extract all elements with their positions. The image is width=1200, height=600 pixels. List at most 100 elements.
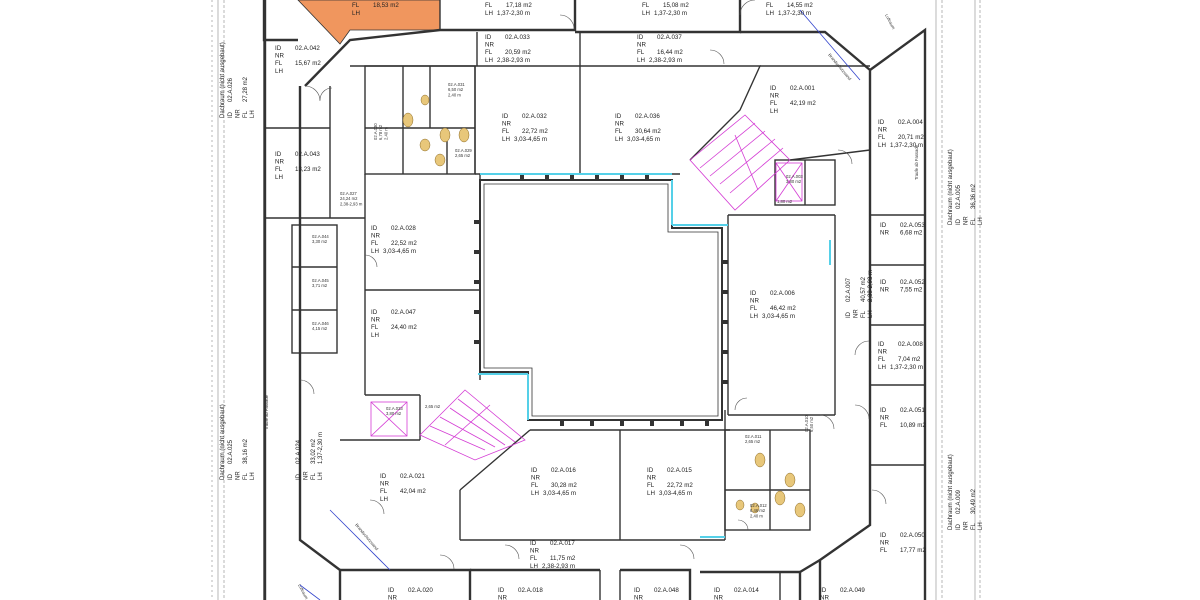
luftraum-top-label: Luftraum	[884, 13, 896, 30]
a026-key-lh: LH	[250, 110, 256, 118]
a047-key-fl: FL	[371, 324, 379, 331]
a026-val-id: 02.A.026	[228, 77, 234, 102]
a026-key-nr: NR	[235, 109, 241, 118]
a004-key-nr: NR	[878, 127, 887, 134]
a036-key-nr: NR	[615, 121, 624, 128]
a009-val-id: 02.A.009	[956, 489, 962, 514]
a024-key-fl: FL	[311, 472, 317, 480]
a053-key-id: ID	[880, 222, 887, 229]
a003-line-1: 3,80 m2	[786, 179, 802, 184]
a006-val-id: 02.A.006	[770, 290, 795, 297]
a028-key-fl: FL	[371, 240, 379, 247]
a006-val-fl: 46,42 m2	[770, 305, 796, 312]
a042-val-fl: 15,67 m2	[295, 60, 321, 67]
a037-val-lh: 2,38-2,93 m	[649, 57, 682, 64]
a016-key-id: ID	[531, 467, 538, 474]
a004-key-id: ID	[878, 119, 885, 126]
a027-line-0: 02.A.027	[340, 191, 357, 196]
a030-line-1: 6,78 m2	[378, 124, 383, 140]
a037-key-fl: FL	[637, 49, 645, 56]
a052-val-id: 02.A.052	[900, 279, 925, 286]
b_018-key-id: ID	[498, 587, 505, 594]
a008-val-lh: 1,37-2,30 m	[890, 364, 923, 371]
a024-val-fl: 33,02 m2	[311, 438, 317, 464]
a032-key-lh: LH	[502, 136, 510, 143]
a021-key-lh: LH	[380, 496, 388, 503]
a010-line-1: 6,50 m2	[809, 416, 814, 432]
a007-key-lh: LH	[868, 310, 874, 318]
a047-val-fl: 24,40 m2	[391, 324, 417, 331]
a036-key-id: ID	[615, 113, 622, 120]
atrium	[474, 174, 728, 426]
a024-val-lh: 1,37-2,30 m	[318, 432, 324, 464]
svg-text:FL: FL	[485, 2, 493, 9]
shaft-lines	[299, 9, 861, 600]
a015-key-nr: NR	[647, 475, 656, 482]
top1-fl-val: 18,53 m2	[373, 2, 399, 9]
a015-val-fl: 22,72 m2	[667, 482, 693, 489]
room-labels: FL LH 18,53 m2 FL LH 17,18 m2 1,37-2,30 …	[352, 2, 813, 17]
a029-line-0: 02.A.029	[455, 148, 472, 153]
a004-val-fl: 20,71 m2	[898, 134, 924, 141]
a031-line-1: 6,50 m2	[448, 87, 464, 92]
a033-key-lh: LH	[485, 57, 493, 64]
a007-val-lh: 2,38-2,93 m	[868, 270, 874, 302]
b_014-key-id: ID	[714, 587, 721, 594]
b_048-val-id: 02.A.048	[654, 587, 679, 594]
a004-val-id: 02.A.004	[898, 119, 923, 126]
a009-val-fl: 30,49 m2	[971, 488, 977, 514]
a043-key-id: ID	[275, 151, 282, 158]
a037-key-id: ID	[637, 34, 644, 41]
a009-title: Dachraum (nicht ausgebaut)	[948, 454, 954, 530]
a053-key-nr: NR	[880, 230, 889, 237]
a052-key-id: ID	[880, 279, 887, 286]
a036-val-fl: 30,64 m2	[635, 128, 661, 135]
a026-key-id: ID	[228, 111, 234, 118]
a050-key-fl: FL	[880, 547, 888, 554]
a027-line-1: 24,24 m2	[340, 196, 358, 201]
a042-key-id: ID	[275, 45, 282, 52]
a024-key-id: ID	[296, 473, 302, 480]
a011-line-1: 2,65 m2	[745, 439, 761, 444]
a001-key-fl: FL	[770, 100, 778, 107]
a036-key-fl: FL	[615, 128, 623, 135]
a050-val-id: 02.A.050	[900, 532, 925, 539]
eave-note-right: Traufe ab Fassade	[914, 144, 919, 180]
a007-val-id: 02.A.007	[846, 277, 852, 302]
a052-val-nr: 7,55 m2	[900, 287, 923, 294]
a001-key-lh: LH	[770, 108, 778, 115]
a037-key-lh: LH	[637, 57, 645, 64]
a043-key-nr: NR	[275, 159, 284, 166]
b_048-key-nr: NR	[634, 595, 643, 600]
a015-key-fl: FL	[647, 482, 655, 489]
b_020-val-id: 02.A.020	[408, 587, 433, 594]
b_018-val-id: 02.A.018	[518, 587, 543, 594]
a036-key-lh: LH	[615, 136, 623, 143]
top1-fl: FL	[352, 2, 360, 9]
a015-key-lh: LH	[647, 490, 655, 497]
a021-key-nr: NR	[380, 481, 389, 488]
a030-line-0: 02.A.030	[373, 123, 378, 140]
a033-val-id: 02.A.033	[505, 34, 530, 41]
a032-val-fl: 22,72 m2	[522, 128, 548, 135]
a017-val-id: 02.A.017	[550, 540, 575, 547]
a012-line-2: 2,40 m	[750, 513, 763, 518]
inner-walls	[263, 0, 925, 600]
a005-val-fl: 36,36 m2	[971, 183, 977, 209]
a021-val-id: 02.A.021	[400, 473, 425, 480]
a051-key-fl: FL	[880, 422, 888, 429]
a008-val-id: 02.A.008	[898, 341, 923, 348]
b_020-key-id: ID	[388, 587, 395, 594]
